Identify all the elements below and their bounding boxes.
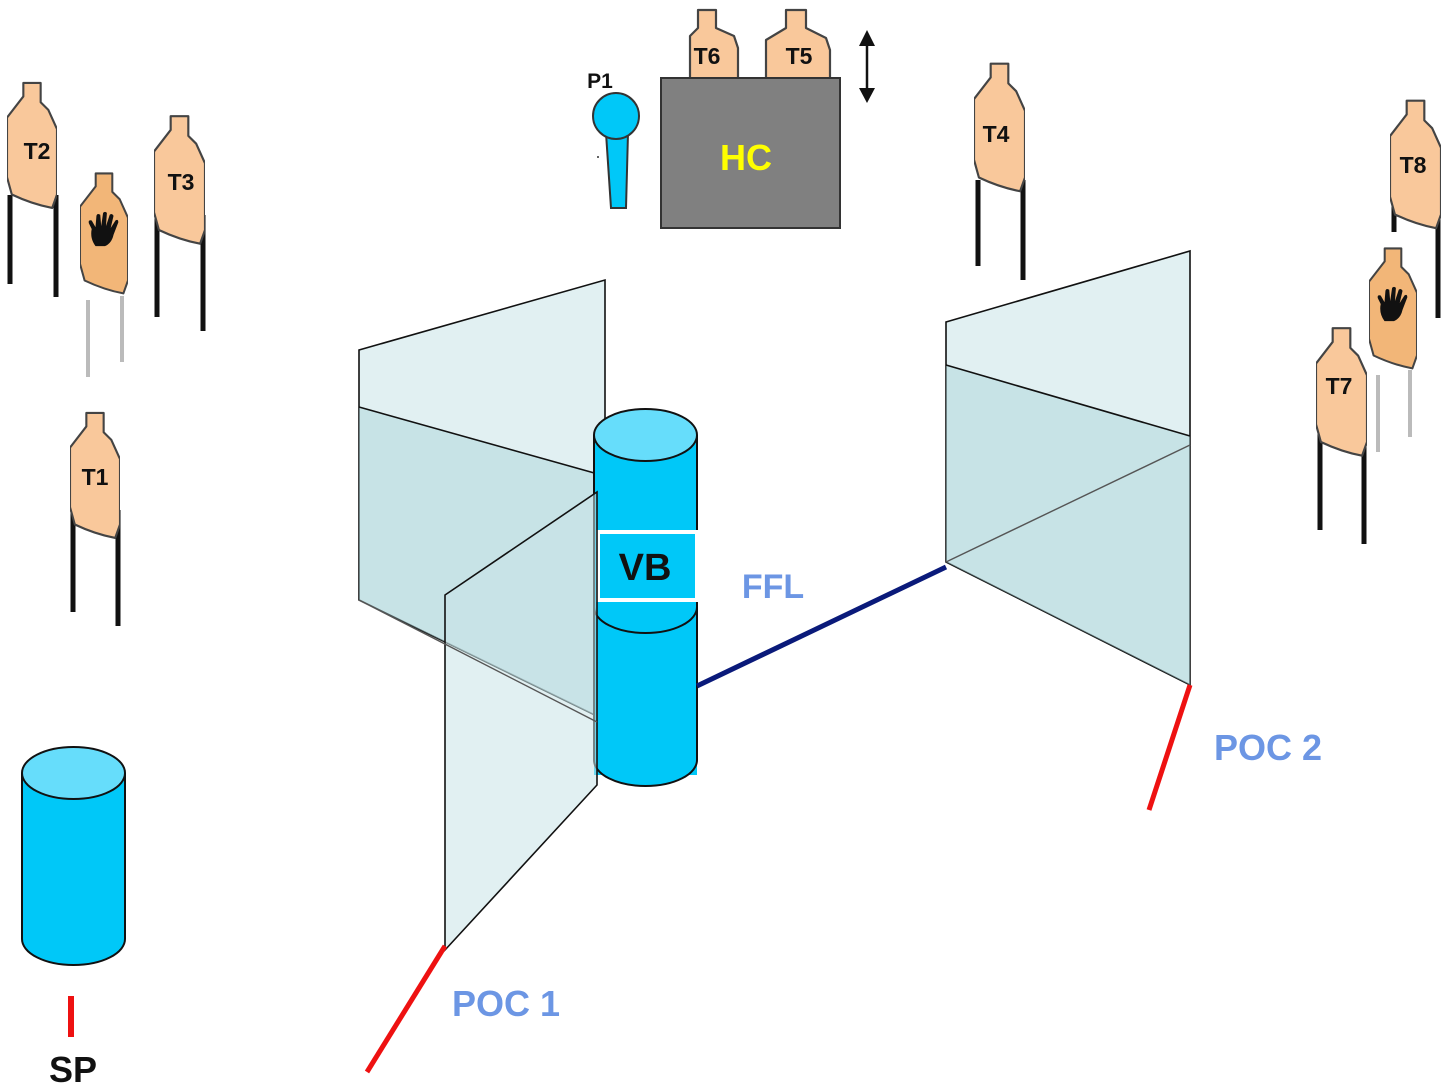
target-t7: T7 [1316,327,1367,544]
person-p1: P1 [587,70,640,209]
vb-cylinder: VB [593,408,699,787]
target-t3: T3 [154,115,206,331]
t1-label: T1 [82,464,109,490]
poc2-line [1146,684,1193,811]
double-arrow-icon [859,30,875,103]
sp-cylinder [21,746,126,966]
target-hostage-left [80,172,128,377]
hc-box: HC [660,77,841,229]
poc1-label: POC 1 [452,983,560,1024]
poc2-label: POC 2 [1214,727,1322,768]
target-t2: T2 [7,81,59,297]
t6-label: T6 [694,43,721,69]
target-t6: T6 [688,8,740,82]
p1-label: P1 [587,70,613,93]
target-t4: T4 [974,62,1026,280]
t5-label: T5 [786,43,813,69]
t3-label: T3 [168,169,195,195]
target-t8: T8 [1390,99,1441,318]
hc-label: HC [720,137,772,178]
sp-label: SP [49,1049,97,1088]
left-wall-front [358,490,598,953]
right-wall [945,249,1191,687]
target-hostage-right [1369,247,1417,452]
t7-label: T7 [1326,373,1353,399]
target-t1: T1 [70,411,121,626]
vb-label: VB [619,547,672,589]
t8-label: T8 [1400,152,1427,178]
target-t5: T5 [764,8,832,82]
t2-label: T2 [24,138,51,164]
ffl-label: FFL [742,568,804,606]
t4-label: T4 [983,121,1010,147]
poc1-line [364,944,448,1074]
ffl-line [695,564,948,689]
